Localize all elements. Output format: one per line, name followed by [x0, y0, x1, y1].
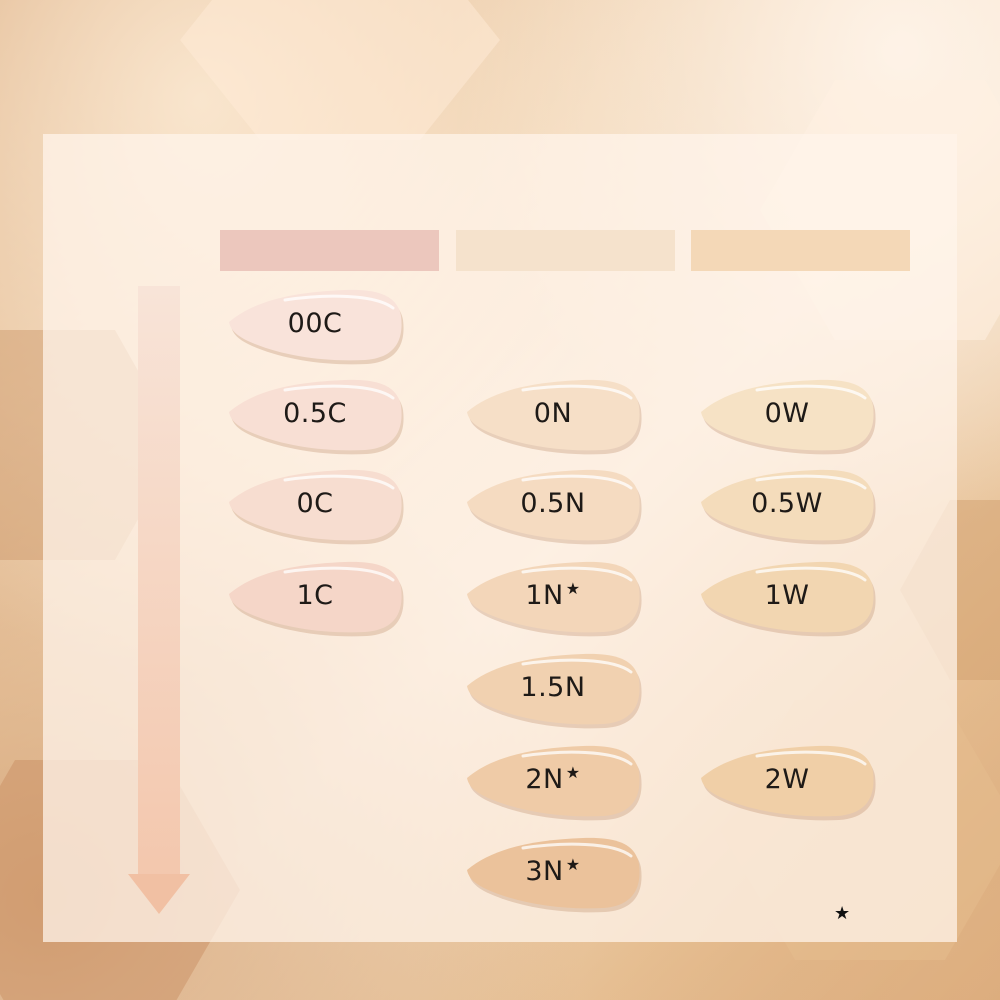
swatch-1w[interactable]: 1W — [697, 558, 877, 638]
background-hexagon — [180, 0, 500, 140]
swatch-smear — [701, 561, 876, 637]
shade-code: 3N — [525, 856, 564, 887]
shade-code: 2W — [764, 764, 810, 795]
swatch-0-5n[interactable]: 0.5N — [463, 466, 643, 546]
swatch-smear — [701, 745, 876, 821]
swatch-1-5n[interactable]: 1.5N — [463, 650, 643, 730]
depth-arrow-head — [128, 874, 190, 914]
swatch-smear — [229, 561, 404, 637]
swatch-smear — [701, 469, 876, 545]
shade-label: 2W — [697, 764, 877, 795]
shade-label: 3N★ — [463, 856, 643, 887]
depth-arrow-shaft — [138, 286, 180, 880]
column-header-cool — [220, 230, 439, 271]
swatch-smear — [701, 379, 876, 455]
swatch-00c[interactable]: 00C — [225, 286, 405, 366]
shade-code: 0C — [296, 488, 334, 519]
shade-label: 0C — [225, 488, 405, 519]
swatch-smear — [467, 745, 642, 821]
swatch-smear — [229, 469, 404, 545]
swatch-0-5w[interactable]: 0.5W — [697, 466, 877, 546]
shade-label: 0.5C — [225, 398, 405, 429]
shade-code: 0.5N — [520, 488, 586, 519]
star-icon: ★ — [565, 763, 581, 782]
shade-label: 1W — [697, 580, 877, 611]
shade-label: 0W — [697, 398, 877, 429]
swatch-smear — [229, 379, 404, 455]
shade-code: 0N — [533, 398, 573, 429]
shade-code: 00C — [287, 308, 343, 339]
swatch-2w[interactable]: 2W — [697, 742, 877, 822]
shade-code: 1.5N — [520, 672, 586, 703]
swatch-1c[interactable]: 1C — [225, 558, 405, 638]
column-header-neutral — [456, 230, 675, 271]
swatch-0w[interactable]: 0W — [697, 376, 877, 456]
shade-label: 2N★ — [463, 764, 643, 795]
column-header-warm — [691, 230, 910, 271]
shade-label: 1C — [225, 580, 405, 611]
swatch-0n[interactable]: 0N — [463, 376, 643, 456]
shade-label: 0.5N — [463, 488, 643, 519]
swatch-3n[interactable]: 3N★ — [463, 834, 643, 914]
swatch-smear — [467, 837, 642, 913]
swatch-2n[interactable]: 2N★ — [463, 742, 643, 822]
shade-label: 0N — [463, 398, 643, 429]
swatch-0-5c[interactable]: 0.5C — [225, 376, 405, 456]
swatch-0c[interactable]: 0C — [225, 466, 405, 546]
shade-code: 0.5W — [751, 488, 823, 519]
shade-code: 2N — [525, 764, 564, 795]
shade-label: 1.5N — [463, 672, 643, 703]
shade-code: 1W — [764, 580, 810, 611]
swatch-smear — [229, 289, 404, 365]
shade-code: 1C — [296, 580, 334, 611]
star-icon: ★ — [834, 903, 851, 924]
swatch-1n[interactable]: 1N★ — [463, 558, 643, 638]
shade-code: 0.5C — [283, 398, 347, 429]
star-icon: ★ — [565, 579, 581, 598]
swatch-smear — [467, 561, 642, 637]
star-icon: ★ — [565, 855, 581, 874]
shade-label: 0.5W — [697, 488, 877, 519]
swatch-smear — [467, 469, 642, 545]
shade-label: 1N★ — [463, 580, 643, 611]
shade-code: 1N — [525, 580, 564, 611]
swatch-smear — [467, 379, 642, 455]
shade-code: 0W — [764, 398, 810, 429]
shade-label: 00C — [225, 308, 405, 339]
swatch-smear — [467, 653, 642, 729]
